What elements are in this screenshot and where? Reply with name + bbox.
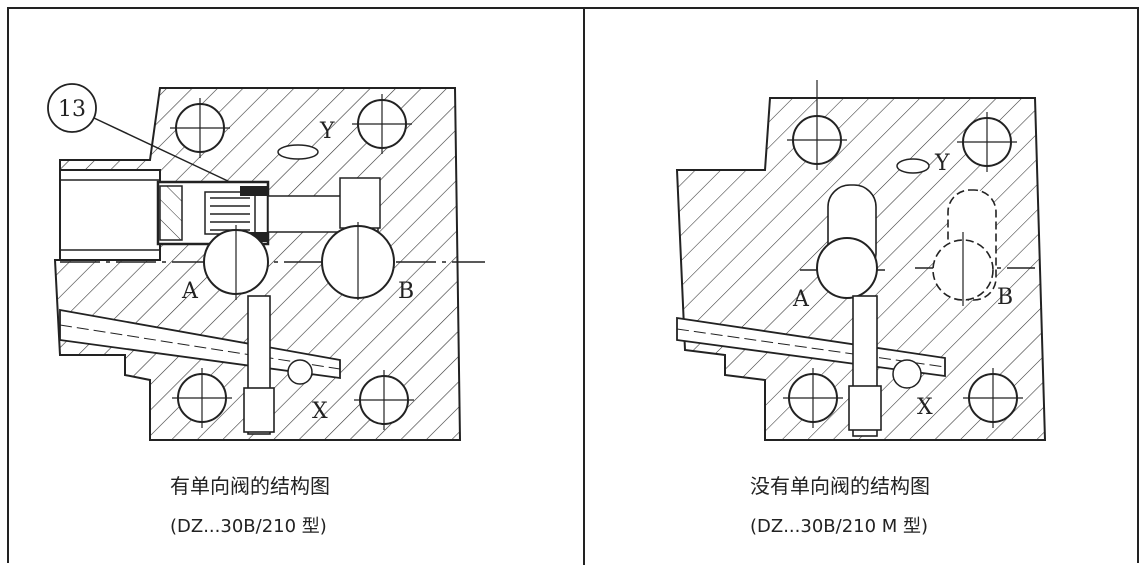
callout-number: 13 xyxy=(58,97,86,122)
label-b: B xyxy=(398,279,414,304)
mounting-holes xyxy=(788,115,1018,423)
panel-divider xyxy=(583,7,585,565)
port-y xyxy=(277,144,319,160)
label-y: Y xyxy=(934,151,950,176)
right-model: (DZ...30B/210 M 型) xyxy=(750,516,929,537)
figure-frame xyxy=(7,7,1139,563)
label-b: B xyxy=(997,285,1013,310)
label-x: X xyxy=(312,399,328,424)
label-y: Y xyxy=(319,119,335,144)
port-y xyxy=(896,158,930,174)
left-model: (DZ...30B/210 型) xyxy=(170,516,327,537)
left-caption: 有单向阀的结构图 xyxy=(170,474,330,498)
label-a: A xyxy=(181,279,199,304)
label-x: X xyxy=(917,395,933,420)
port-a xyxy=(816,237,878,299)
label-a: A xyxy=(792,287,810,312)
port-x xyxy=(892,359,922,389)
right-caption: 没有单向阀的结构图 xyxy=(750,474,930,498)
right-section-drawing: A B X Y xyxy=(675,80,1047,441)
left-section-drawing: 13 A B X Y xyxy=(47,83,485,441)
inlet-pipe xyxy=(59,169,161,261)
port-x xyxy=(287,359,313,385)
callout-bubble xyxy=(47,83,97,133)
